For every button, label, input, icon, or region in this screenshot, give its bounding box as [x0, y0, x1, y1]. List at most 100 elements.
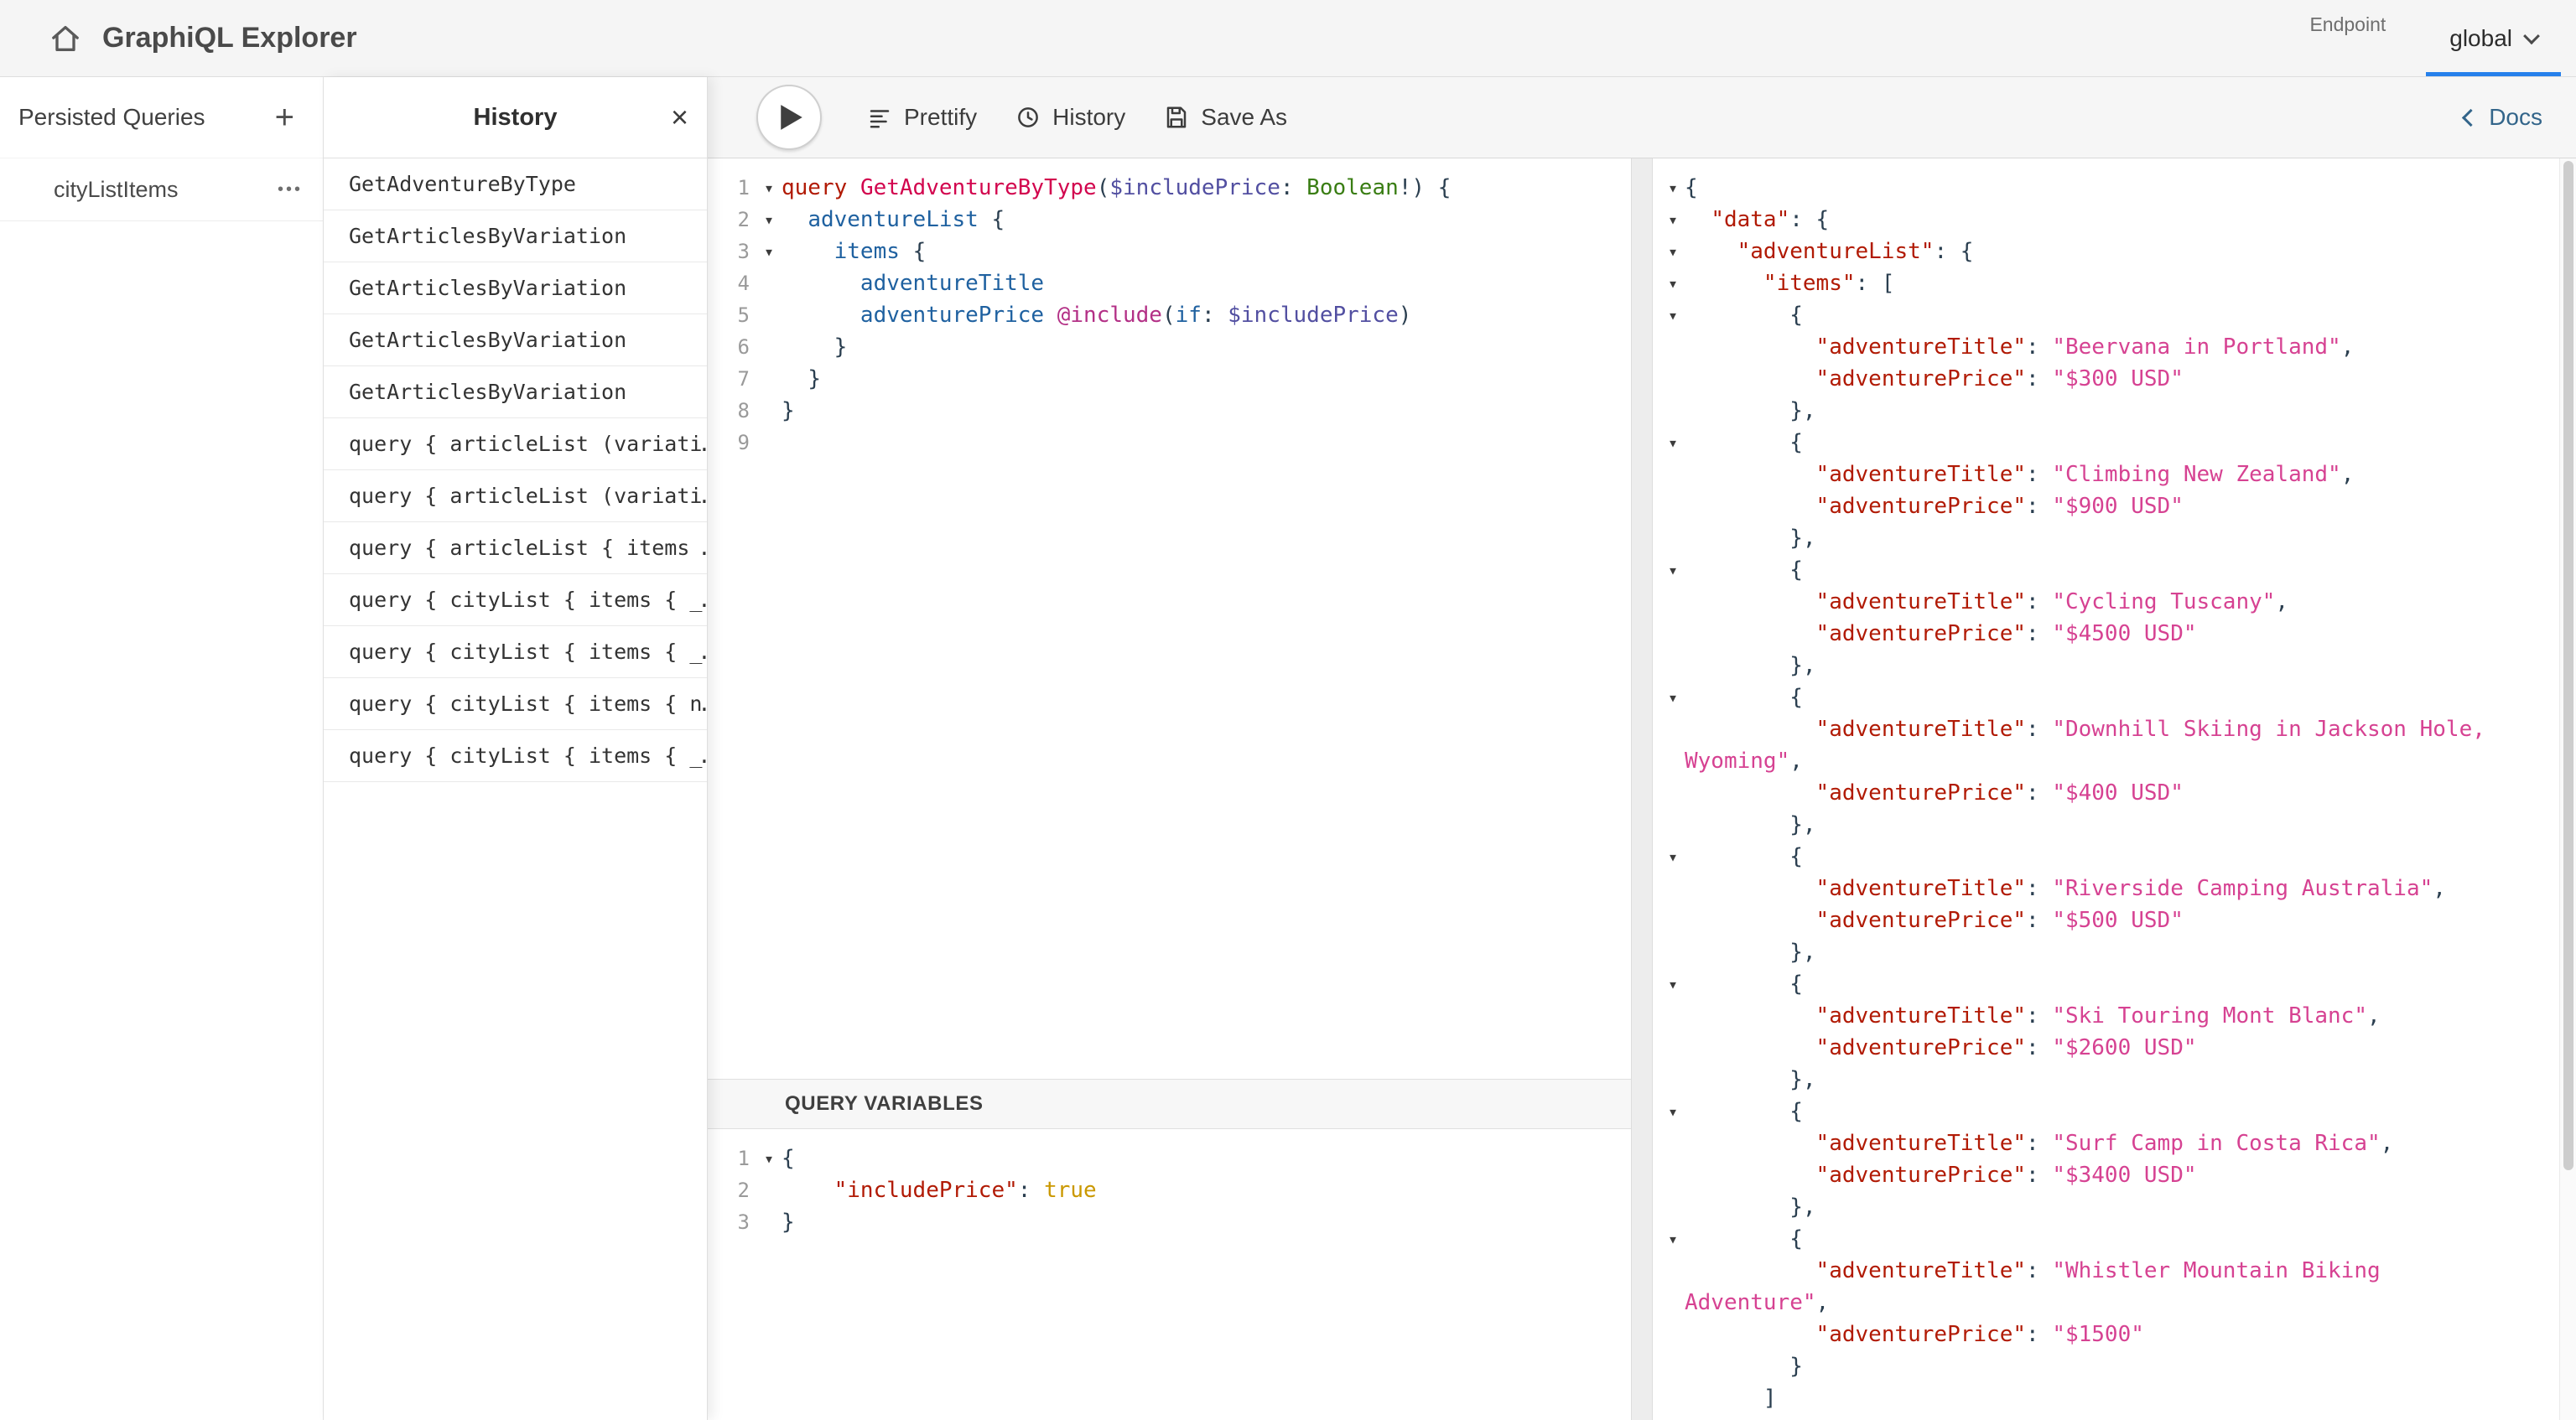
history-item[interactable]: query { cityList { items { _… — [324, 574, 707, 626]
variables-line: 3} — [708, 1206, 1631, 1238]
close-icon[interactable]: × — [671, 102, 688, 132]
fold-arrow[interactable]: ▾ — [1661, 236, 1685, 267]
query-line: 2▾ adventureList { — [708, 204, 1631, 236]
fold-arrow[interactable]: ▾ — [1661, 841, 1685, 873]
endpoint-dropdown[interactable]: global — [2426, 0, 2561, 76]
line-number: 2 — [708, 1174, 756, 1206]
code-text: } — [782, 331, 847, 363]
code-text: query GetAdventureByType($includePrice: … — [782, 172, 1451, 204]
result-line: ▾ { — [1661, 1223, 2559, 1255]
add-query-button[interactable]: + — [275, 101, 294, 134]
result-line: "adventureTitle": "Riverside Camping Aus… — [1661, 873, 2559, 904]
query-variables-title[interactable]: QUERY VARIABLES — [708, 1079, 1631, 1129]
history-button[interactable]: History — [1015, 104, 1125, 131]
result-line: ▾ { — [1661, 427, 2559, 459]
result-line: }, — [1661, 809, 2559, 841]
code-text: }, — [1685, 522, 2499, 554]
history-item[interactable]: GetAdventureByType — [324, 158, 707, 210]
line-number: 3 — [708, 236, 756, 267]
code-text: items { — [782, 236, 926, 267]
prettify-label: Prettify — [904, 104, 977, 131]
docs-button[interactable]: Docs — [2464, 104, 2542, 131]
history-item[interactable]: query { cityList { items { _… — [324, 626, 707, 678]
variables-editor[interactable]: 1▾{2 "includePrice": true3} — [708, 1129, 1631, 1420]
result-line: "adventurePrice": "$4500 USD" — [1661, 618, 2559, 650]
save-icon — [1164, 105, 1189, 130]
code-text: "data": { — [1685, 204, 2499, 236]
code-text: { — [1685, 427, 2499, 459]
fold-gutter — [756, 427, 782, 459]
history-item[interactable]: GetArticlesByVariation — [324, 262, 707, 314]
fold-arrow[interactable]: ▾ — [1661, 1096, 1685, 1127]
history-item[interactable]: query { articleList (variati… — [324, 418, 707, 470]
save-as-label: Save As — [1201, 104, 1287, 131]
variables-line: 1▾{ — [708, 1143, 1631, 1174]
fold-arrow[interactable]: ▾ — [1661, 299, 1685, 331]
history-item[interactable]: GetArticlesByVariation — [324, 314, 707, 366]
prettify-button[interactable]: Prettify — [867, 104, 977, 131]
scrollbar-thumb[interactable] — [2563, 161, 2573, 1170]
code-text: }, — [1685, 936, 2499, 968]
fold-arrow[interactable]: ▾ — [1661, 1223, 1685, 1255]
fold-arrow[interactable]: ▾ — [1661, 172, 1685, 204]
history-item[interactable]: GetArticlesByVariation — [324, 210, 707, 262]
history-item[interactable]: query { articleList { items … — [324, 522, 707, 574]
line-number: 1 — [708, 172, 756, 204]
code-text: adventureList { — [782, 204, 1005, 236]
fold-arrow[interactable]: ▾ — [1661, 204, 1685, 236]
result-line: "adventurePrice": "$3400 USD" — [1661, 1159, 2559, 1191]
history-label: History — [1052, 104, 1125, 131]
history-item[interactable]: query { articleList (variati… — [324, 470, 707, 522]
result-scrollbar[interactable] — [2559, 158, 2576, 1420]
history-item[interactable]: query { cityList { items { _… — [324, 730, 707, 782]
more-options-icon[interactable]: ••• — [278, 180, 303, 200]
app-title: GraphiQL Explorer — [102, 22, 357, 54]
home-button[interactable] — [47, 20, 84, 57]
fold-gutter — [756, 331, 782, 363]
result-line: "adventurePrice": "$400 USD" — [1661, 777, 2559, 809]
history-header: History × — [324, 77, 707, 158]
editor-column: 1▾query GetAdventureByType($includePrice… — [708, 158, 1631, 1420]
result-line: "adventureTitle": "Beervana in Portland"… — [1661, 331, 2559, 363]
fold-arrow[interactable]: ▾ — [756, 236, 782, 267]
pane-resize-handle[interactable] — [1631, 158, 1653, 1420]
fold-arrow[interactable]: ▾ — [756, 1143, 782, 1174]
fold-arrow[interactable]: ▾ — [756, 204, 782, 236]
code-text: } — [782, 1206, 795, 1238]
fold-arrow[interactable]: ▾ — [1661, 968, 1685, 1000]
result-pane: ▾{▾ "data": {▾ "adventureList": {▾ "item… — [1653, 158, 2559, 1420]
history-title: History — [474, 104, 558, 132]
fold-arrow[interactable]: ▾ — [756, 172, 782, 204]
line-number: 5 — [708, 299, 756, 331]
persisted-query-item[interactable]: cityListItems ••• — [0, 158, 323, 221]
code-text: { — [1685, 299, 2499, 331]
result-line: "adventureTitle": "Whistler Mountain Bik… — [1661, 1255, 2559, 1319]
code-text: { — [1685, 1223, 2499, 1255]
chevron-left-icon — [2462, 108, 2480, 126]
code-text: "adventurePrice": "$1500" — [1685, 1319, 2499, 1350]
history-item[interactable]: GetArticlesByVariation — [324, 366, 707, 418]
query-editor[interactable]: 1▾query GetAdventureByType($includePrice… — [708, 158, 1631, 1079]
line-number: 9 — [708, 427, 756, 459]
persisted-queries-header: Persisted Queries + — [0, 77, 323, 158]
code-text: { — [782, 1143, 795, 1174]
result-line: }, — [1661, 1064, 2559, 1096]
fold-arrow[interactable]: ▾ — [1661, 427, 1685, 459]
history-item[interactable]: query { cityList { items { n… — [324, 678, 707, 730]
fold-gutter — [756, 267, 782, 299]
fold-arrow[interactable]: ▾ — [1661, 681, 1685, 713]
line-number: 8 — [708, 395, 756, 427]
line-number: 4 — [708, 267, 756, 299]
fold-arrow[interactable]: ▾ — [1661, 267, 1685, 299]
result-line: ▾ { — [1661, 841, 2559, 873]
result-line: ▾{ — [1661, 172, 2559, 204]
code-text: { — [1685, 1096, 2499, 1127]
code-text: } — [782, 363, 821, 395]
query-line: 1▾query GetAdventureByType($includePrice… — [708, 172, 1631, 204]
fold-arrow[interactable]: ▾ — [1661, 554, 1685, 586]
code-text: }, — [1685, 1064, 2499, 1096]
execute-button[interactable] — [756, 85, 822, 150]
panes: 1▾query GetAdventureByType($includePrice… — [708, 158, 2576, 1420]
save-as-button[interactable]: Save As — [1164, 104, 1287, 131]
